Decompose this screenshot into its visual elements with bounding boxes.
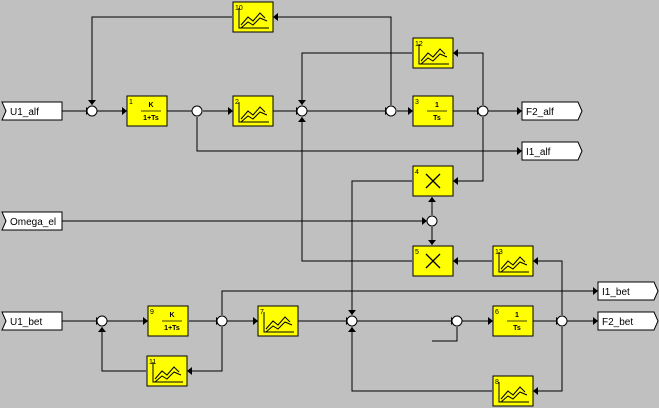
block-9[interactable]: 9 K 1+Ts: [147, 305, 189, 337]
sum-junction[interactable]: [477, 105, 489, 117]
tf-numerator: 1: [435, 102, 439, 109]
block-6[interactable]: 6 1 Ts: [492, 305, 534, 337]
tf-denominator: Ts: [433, 115, 441, 122]
wires-omega: [62, 197, 433, 245]
block-5[interactable]: 5: [412, 245, 454, 277]
block-number: 7: [260, 309, 264, 316]
port-label: F2_alf: [526, 107, 554, 118]
wires-alpha: [62, 16, 517, 315]
block-number: 3: [415, 99, 419, 106]
sum-junction[interactable]: [451, 315, 463, 327]
port-label: U1_alf: [10, 107, 39, 118]
wires-beta: [62, 260, 593, 392]
input-port-u1-alf[interactable]: U1_alf: [1, 101, 63, 121]
block-8[interactable]: 8: [492, 375, 534, 407]
sum-junction[interactable]: [556, 315, 568, 327]
sum-junction[interactable]: [191, 105, 203, 117]
port-label: I1_bet: [602, 287, 630, 298]
sum-junction[interactable]: [86, 105, 98, 117]
block-11[interactable]: 11: [146, 355, 188, 387]
output-port-i1-bet[interactable]: I1_bet: [597, 281, 659, 301]
block-2[interactable]: 2: [232, 95, 274, 127]
block-number: 8: [495, 379, 499, 386]
sum-junction[interactable]: [216, 315, 228, 327]
sum-junction[interactable]: [346, 315, 358, 327]
tf-numerator: 1: [515, 312, 519, 319]
sum-junction[interactable]: [426, 215, 438, 227]
block-7[interactable]: 7: [257, 305, 299, 337]
tf-numerator: K: [148, 102, 153, 109]
input-port-omega-el[interactable]: Omega_el: [1, 211, 63, 231]
arrowheads: [86, 13, 598, 395]
tf-denominator: 1+Ts: [164, 325, 180, 332]
block-4[interactable]: 4: [412, 165, 454, 197]
block-number: 6: [495, 309, 499, 316]
port-label: U1_bet: [10, 317, 42, 328]
output-port-f2-bet[interactable]: F2_bet: [597, 311, 659, 331]
tf-denominator: Ts: [513, 325, 521, 332]
block-number: 1: [129, 99, 133, 106]
block-12[interactable]: 12: [412, 37, 454, 69]
port-label: I1_alf: [526, 147, 551, 158]
output-port-f2-alf[interactable]: F2_alf: [521, 101, 583, 121]
tf-numerator: K: [169, 312, 174, 319]
input-port-u1-bet[interactable]: U1_bet: [1, 311, 63, 331]
sum-junction[interactable]: [385, 105, 397, 117]
summing-junctions: [86, 105, 568, 327]
block-10[interactable]: 10: [232, 1, 274, 33]
output-port-i1-alf[interactable]: I1_alf: [521, 141, 583, 161]
sum-junction[interactable]: [96, 315, 108, 327]
block-number: 9: [150, 309, 154, 316]
tf-denominator: 1+Ts: [143, 115, 159, 122]
sum-junction[interactable]: [296, 105, 308, 117]
block-1[interactable]: 1 K 1+Ts: [126, 95, 168, 127]
block-13[interactable]: 13: [492, 245, 534, 277]
port-label: Omega_el: [10, 217, 56, 228]
block-3[interactable]: 3 1 Ts: [412, 95, 454, 127]
block-number: 5: [415, 249, 419, 256]
port-label: F2_bet: [602, 317, 633, 328]
block-number: 4: [415, 169, 419, 176]
block-number: 2: [235, 99, 239, 106]
